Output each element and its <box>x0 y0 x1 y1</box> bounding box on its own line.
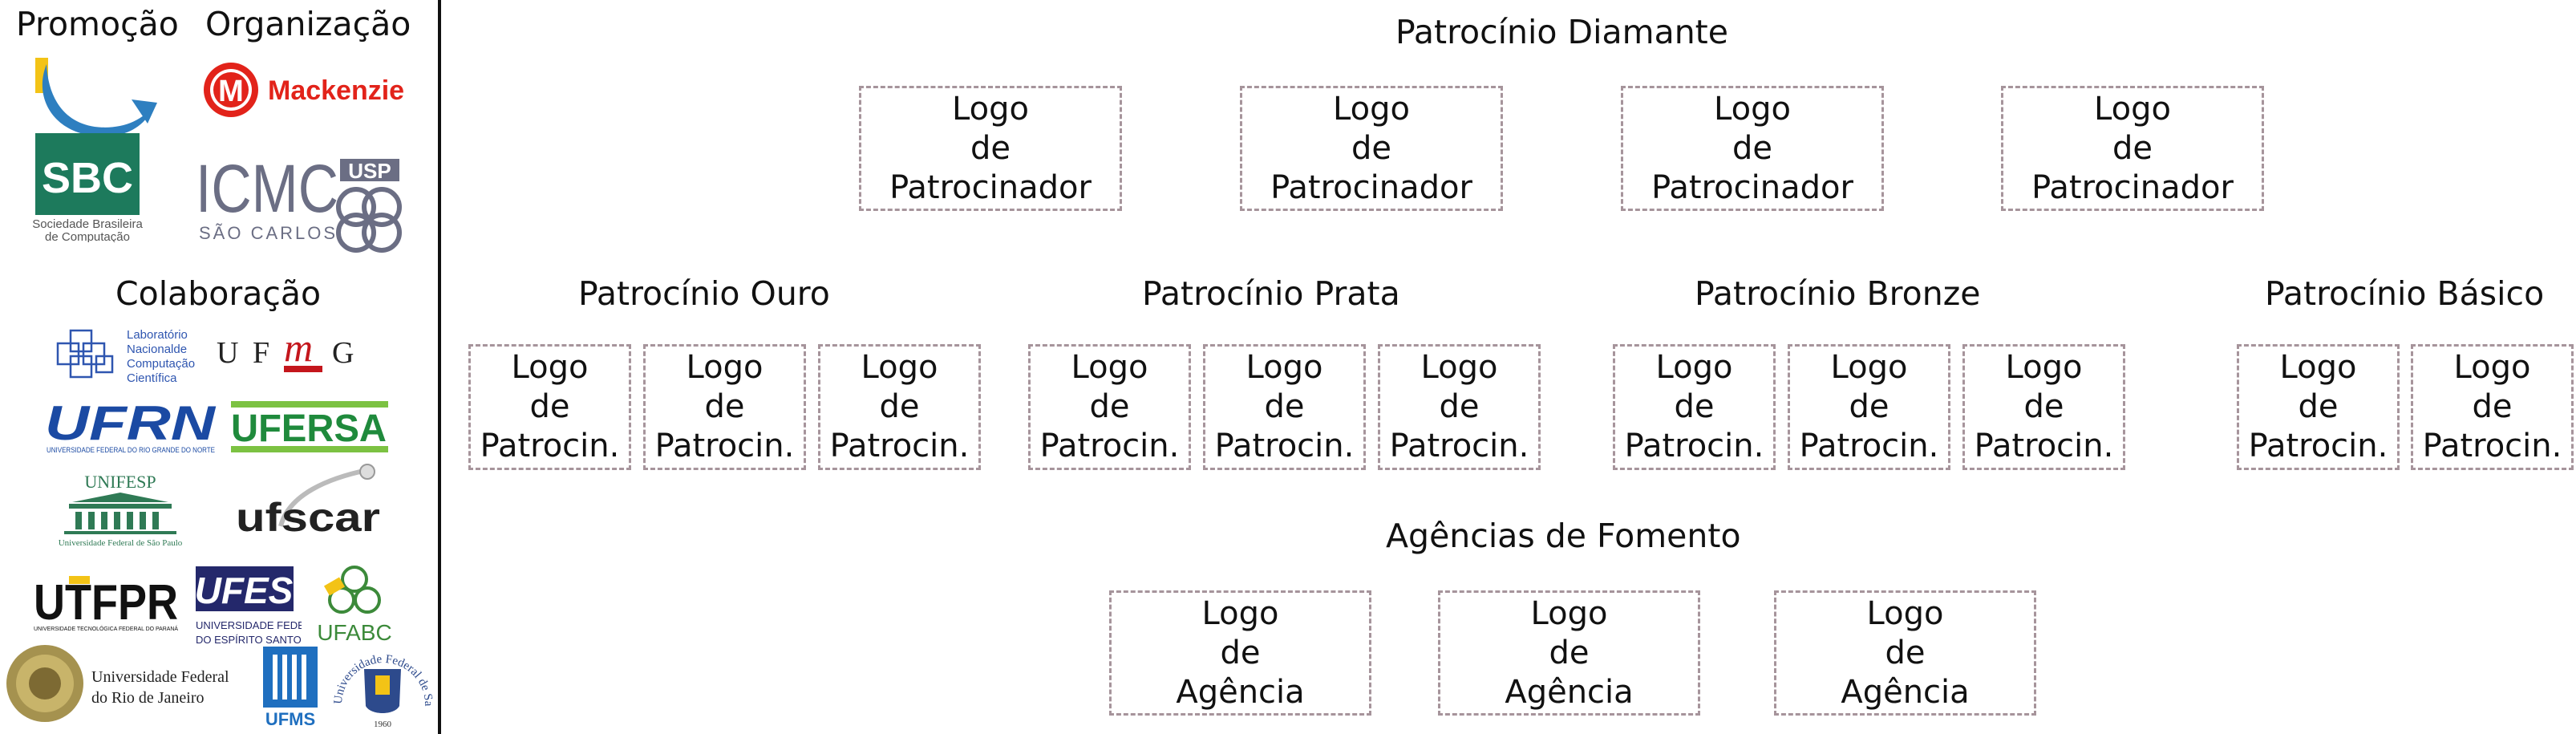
icmc-usp-logo: ICMC SÃO CARLOS USP <box>196 151 412 257</box>
svg-text:UFRN: UFRN <box>45 399 217 450</box>
svg-text:USP: USP <box>348 159 391 183</box>
svg-text:SÃO CARLOS: SÃO CARLOS <box>199 223 338 243</box>
fomento-heading: Agências de Fomento <box>1386 517 1741 555</box>
unifesp-logo: UNIFESP Universidade Federal de São Paul… <box>48 470 192 550</box>
svg-text:U F: U F <box>217 336 273 370</box>
svg-text:do Rio de Janeiro: do Rio de Janeiro <box>91 689 205 707</box>
svg-text:Universidade Federal de São Pa: Universidade Federal de São Paulo <box>59 538 183 548</box>
prata-heading: Patrocínio Prata <box>1142 274 1400 313</box>
svg-text:UNIVERSIDADE FEDERAL: UNIVERSIDADE FEDERAL <box>196 619 302 631</box>
svg-text:Universidade Federal: Universidade Federal <box>91 668 229 686</box>
svg-text:Mackenzie: Mackenzie <box>268 75 404 106</box>
svg-text:G: G <box>332 336 354 370</box>
svg-text:m: m <box>284 331 313 370</box>
sbc-logo-text: SBC <box>42 154 133 202</box>
svg-text:ICMC: ICMC <box>196 151 338 226</box>
svg-text:UFES: UFES <box>195 570 294 611</box>
ufrj-logo: Universidade Federal do Rio de Janeiro <box>3 639 249 728</box>
svg-text:1960: 1960 <box>374 720 392 729</box>
ufmg-logo: U F m G <box>217 331 369 379</box>
utfpr-logo: UTFPR UNIVERSIDADE TECNOLÓGICA FEDERAL D… <box>34 574 181 634</box>
bronze-heading: Patrocínio Bronze <box>1695 274 1981 313</box>
ufms-logo: UFMS <box>255 645 326 730</box>
svg-text:Científica: Científica <box>127 371 177 385</box>
sbc-logo: SBC Sociedade Brasileira de Computação <box>30 56 159 242</box>
ufersa-logo: UFERSA <box>231 401 388 454</box>
panel-divider <box>438 0 441 734</box>
svg-text:UFABC: UFABC <box>317 620 391 645</box>
ufabc-logo: UFABC <box>310 563 399 647</box>
svg-text:UTFPR: UTFPR <box>34 575 178 631</box>
svg-text:ufscar: ufscar <box>236 495 380 540</box>
svg-text:UNIVERSIDADE FEDERAL DO RIO GR: UNIVERSIDADE FEDERAL DO RIO GRANDE DO NO… <box>47 446 215 454</box>
ufscar-logo: ufscar <box>233 462 385 545</box>
diamante-heading: Patrocínio Diamante <box>1395 13 1728 51</box>
svg-text:Computação: Computação <box>127 357 195 371</box>
svg-text:UNIFESP: UNIFESP <box>84 472 156 492</box>
ufrn-logo: UFRN UNIVERSIDADE FEDERAL DO RIO GRANDE … <box>45 399 218 456</box>
ufsm-logo: Universidade Federal de Santa Maria 1960 <box>330 631 435 732</box>
organizacao-heading: Organização <box>205 5 411 43</box>
svg-text:UFERSA: UFERSA <box>231 408 387 450</box>
ufes-logo: UFES UNIVERSIDADE FEDERAL DO ESPÍRITO SA… <box>192 563 302 650</box>
basico-heading: Patrocínio Básico <box>2265 274 2545 313</box>
ouro-heading: Patrocínio Ouro <box>578 274 830 313</box>
svg-text:UNIVERSIDADE TECNOLÓGICA FEDER: UNIVERSIDADE TECNOLÓGICA FEDERAL DO PARA… <box>34 625 178 632</box>
mackenzie-logo: M Mackenzie <box>200 59 411 120</box>
svg-text:Laboratório: Laboratório <box>127 328 188 342</box>
svg-text:Nacionalde: Nacionalde <box>127 343 187 356</box>
lncc-logo: Laboratório Nacionalde Computação Cientí… <box>55 324 207 385</box>
svg-text:DO ESPÍRITO SANTO: DO ESPÍRITO SANTO <box>196 634 302 646</box>
svg-text:de Computação: de Computação <box>45 230 130 242</box>
colaboracao-heading: Colaboração <box>115 274 322 313</box>
svg-text:Sociedade Brasileira: Sociedade Brasileira <box>32 217 143 231</box>
svg-text:M: M <box>218 75 244 108</box>
svg-text:UFMS: UFMS <box>265 709 315 729</box>
promocao-heading: Promoção <box>16 5 179 43</box>
